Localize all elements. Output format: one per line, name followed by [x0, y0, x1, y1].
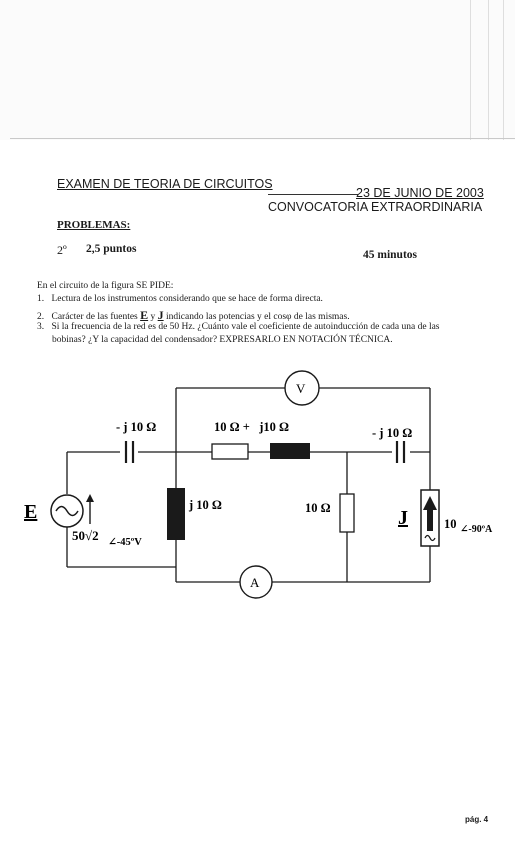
scan-line — [503, 0, 504, 140]
page-edge — [10, 138, 515, 139]
inductor-mid-label: j 10 Ω — [188, 498, 222, 512]
sine-icon — [55, 505, 79, 517]
sine-icon — [424, 534, 436, 542]
source-j-angle: ∠-90ºA — [460, 524, 493, 535]
problem-time: 45 minutos — [363, 249, 417, 261]
item-text: indicando las potencias y el cosφ de las… — [166, 312, 350, 322]
source-e-value: 50√2 — [72, 528, 99, 543]
list-item: 2. Carácter de las fuentes E y J indican… — [37, 308, 350, 323]
resistor-mid-label: 10 Ω — [305, 501, 331, 515]
item-number: 1. — [37, 294, 45, 304]
inductor-middle — [167, 488, 185, 540]
list-item: 1. Lectura de los instrumentos considera… — [37, 294, 323, 304]
symbol-e: E — [140, 308, 149, 322]
item-text: Lectura de los instrumentos considerando… — [51, 294, 323, 304]
arrow-up-icon — [423, 496, 437, 531]
scan-line — [470, 0, 471, 140]
scan-margin — [0, 0, 515, 140]
ammeter-label: A — [250, 575, 260, 590]
source-j-symbol: J — [398, 507, 408, 529]
cap-left-label: - j 10 Ω — [116, 420, 156, 434]
item-text: Si la frecuencia de la red es de 50 Hz. … — [51, 322, 440, 332]
statement-intro: En el circuito de la figura SE PIDE: — [37, 281, 174, 291]
capacitor-left — [124, 441, 135, 463]
voltmeter-label: V — [296, 381, 306, 396]
top-series-label: 10 Ω + j10 Ω — [214, 420, 289, 434]
item-number: 3. — [37, 322, 45, 332]
source-j-value: 10 — [444, 517, 457, 531]
problem-points: 2,5 puntos — [86, 243, 137, 255]
resistor-right — [339, 493, 355, 533]
source-e-symbol: E — [24, 501, 37, 523]
section-label: PROBLEMAS: — [57, 219, 131, 231]
arrow-up-icon — [86, 494, 94, 524]
resistor-top — [211, 443, 249, 460]
page-number: pág. 4 — [465, 815, 489, 824]
item-text: y — [150, 312, 156, 322]
scan-line — [488, 0, 489, 140]
exam-session: CONVOCATORIA EXTRAORDINARIA — [268, 200, 483, 214]
exam-date: 23 DE JUNIO DE 2003 — [356, 186, 484, 200]
exam-title: EXAMEN DE TEORIA DE CIRCUITOS — [57, 177, 273, 191]
list-item: 3. Si la frecuencia de la red es de 50 H… — [37, 322, 440, 332]
ammeter — [239, 565, 273, 599]
problem-number: 2º — [57, 243, 67, 257]
symbol-j: J — [157, 308, 164, 322]
circuit-wires — [66, 387, 431, 583]
item-text: Carácter de las fuentes — [51, 312, 138, 322]
inductor-top — [270, 443, 310, 459]
item-text: bobinas? ¿Y la capacidad del condensador… — [52, 335, 393, 345]
header-rule — [268, 194, 358, 195]
item-number: 2. — [37, 312, 45, 322]
cap-right-label: - j 10 Ω — [372, 426, 412, 440]
capacitor-right — [395, 441, 406, 463]
source-e-angle: ∠-45ºV — [108, 537, 142, 548]
voltmeter — [284, 370, 320, 406]
